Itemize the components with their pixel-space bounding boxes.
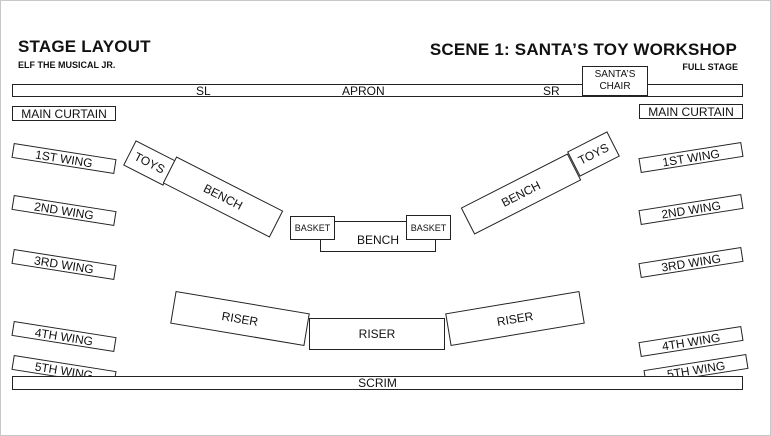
basket-left: BASKET bbox=[290, 216, 335, 240]
stage-left-label: SL bbox=[196, 84, 211, 98]
scene-subtitle: FULL STAGE bbox=[682, 62, 738, 72]
santas-chair-label-line2: CHAIR bbox=[599, 81, 631, 92]
stage-right-label: SR bbox=[543, 84, 560, 98]
scene-title: SCENE 1: SANTA’S TOY WORKSHOP bbox=[429, 40, 737, 59]
show-name: ELF THE MUSICAL JR. bbox=[18, 60, 116, 70]
page-title: STAGE LAYOUT bbox=[18, 37, 151, 56]
basket-right: BASKET bbox=[406, 215, 451, 240]
riser-center: RISER bbox=[309, 318, 445, 350]
santas-chair-label-line1: SANTA’S bbox=[594, 69, 636, 80]
scrim: SCRIM bbox=[12, 376, 743, 390]
santas-chair: SANTA’S CHAIR bbox=[582, 66, 648, 96]
main-curtain-left: MAIN CURTAIN bbox=[12, 106, 116, 121]
main-curtain-right: MAIN CURTAIN bbox=[639, 104, 743, 119]
bench-center-label: BENCH bbox=[356, 232, 399, 247]
apron-label: APRON bbox=[342, 84, 385, 98]
apron bbox=[12, 84, 743, 97]
